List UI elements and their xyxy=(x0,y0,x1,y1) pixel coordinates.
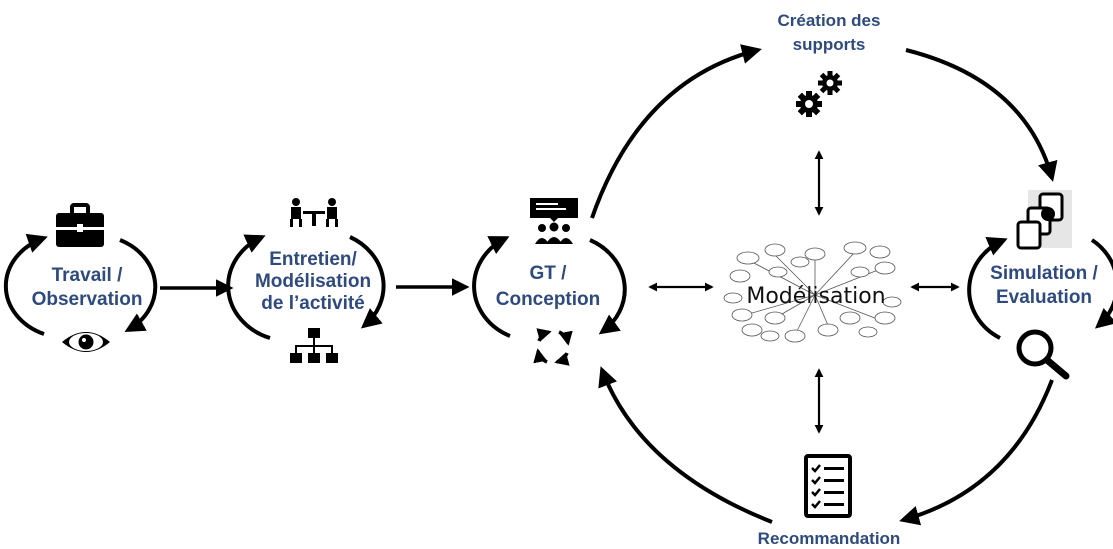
node-entretien-line1: Entretien/ xyxy=(269,249,357,270)
arc-gt-to-creation xyxy=(590,44,762,219)
node-creation-line1: Création des xyxy=(778,11,881,30)
node-simulation-line2: Evaluation xyxy=(996,287,1092,308)
node-entretien-line2: Modélisation xyxy=(255,271,371,292)
node-simulation-line1: Simulation / xyxy=(990,263,1098,284)
cycle-arrow-left xyxy=(472,236,511,338)
cycle-arrow-right xyxy=(1090,238,1113,329)
node-travail-line2: Observation xyxy=(32,289,143,310)
cycle-icon xyxy=(533,328,573,366)
node-gt: GT / Conception xyxy=(472,198,627,366)
eye-icon xyxy=(62,332,110,352)
node-entretien: Entretien/ Modélisation de l’activité xyxy=(226,198,386,363)
cycle-arrow-right xyxy=(119,238,158,332)
interview-icon xyxy=(290,198,338,227)
node-entretien-line3: de l’activité xyxy=(261,293,365,314)
node-travail: Travail / Observation xyxy=(3,203,158,352)
cycle-arrow-left xyxy=(967,237,1008,340)
mind-map-icon xyxy=(723,241,902,343)
org-chart-icon xyxy=(290,328,338,363)
node-gt-line2: Conception xyxy=(496,289,601,310)
node-recommandation-label: Recommandation xyxy=(758,529,901,548)
presentation-group-icon xyxy=(530,198,578,244)
node-creation-line2: supports xyxy=(793,35,866,54)
node-simulation: Simulation / Evaluation xyxy=(967,190,1113,380)
node-travail-line1: Travail / xyxy=(52,265,123,286)
briefcase-icon xyxy=(56,203,104,247)
arc-simulation-to-recommandation xyxy=(899,379,1054,526)
node-modelisation: Modélisation xyxy=(723,241,902,343)
checklist-icon xyxy=(804,454,852,518)
documents-icon xyxy=(1016,190,1072,250)
cycle-arrow-right xyxy=(349,235,386,329)
node-recommandation: Recommandation xyxy=(758,454,901,548)
gears-icon xyxy=(796,71,842,117)
cycle-arrow-left xyxy=(3,233,48,336)
arc-creation-to-simulation xyxy=(905,48,1058,182)
node-modelisation-label: Modélisation xyxy=(746,284,885,309)
node-creation: Création des supports xyxy=(778,11,881,117)
node-gt-line1: GT / xyxy=(530,263,568,284)
cycle-arrow-left xyxy=(226,234,271,340)
cycle-arrow-right xyxy=(589,238,627,335)
magnifier-icon xyxy=(1016,329,1070,380)
arc-recommandation-to-gt xyxy=(598,366,773,524)
